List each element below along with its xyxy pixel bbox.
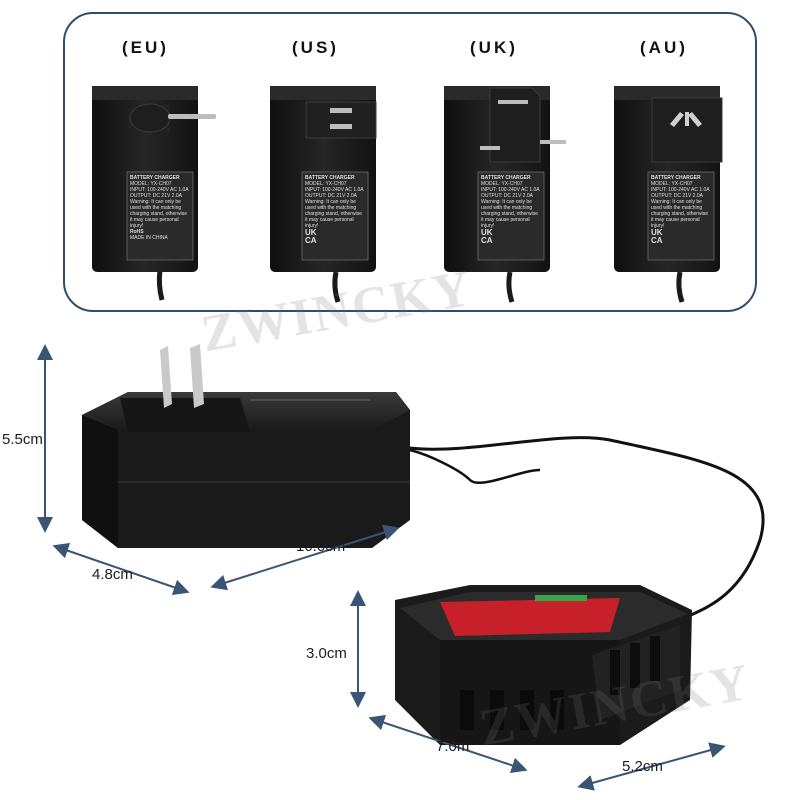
- label-output: OUTPUT: DC 21V 2.0A: [481, 193, 533, 199]
- dim-adapter-length: 10.0cm: [296, 538, 346, 555]
- label-input: INPUT: 100-240V AC 1.0A: [305, 187, 364, 193]
- label-output: OUTPUT: DC 21V 2.0A: [130, 193, 182, 199]
- label-mark-uk: UK: [305, 228, 317, 237]
- label-mark-uk: UK: [651, 228, 663, 237]
- label-mark-ca: CA: [651, 236, 663, 245]
- label-made-in: MADE IN CHINA: [130, 235, 168, 241]
- dimension-arrows: [37, 344, 726, 791]
- label-warning: Warning: It can only be used with the ma…: [305, 199, 362, 229]
- dim-adapter-height: 5.5cm: [2, 431, 43, 448]
- label-output: OUTPUT: DC 21V 2.0A: [305, 193, 357, 199]
- label-input: INPUT: 100-240V AC 1.0A: [481, 187, 540, 193]
- label-mark-ca: CA: [305, 236, 317, 245]
- label-rohs: RoHS: [130, 229, 144, 235]
- label-output: OUTPUT: DC 21V 2.0A: [651, 193, 703, 199]
- label-model: MODEL: YX-CH07: [130, 181, 172, 187]
- label-warning: Warning: It can only be used with the ma…: [481, 199, 538, 229]
- label-mark-ca: CA: [481, 236, 493, 245]
- label-model: MODEL: YX-CH07: [305, 181, 347, 187]
- dim-adapter-depth: 4.8cm: [92, 566, 133, 583]
- label-warning: Warning: It can only be used with the ma…: [651, 199, 708, 229]
- charging-base: [395, 585, 692, 745]
- label-mark-uk: UK: [481, 228, 493, 237]
- region-label-au: (AU): [640, 38, 688, 57]
- au-adapter: [614, 86, 723, 303]
- eu-adapter: [92, 86, 216, 301]
- us-adapter: [270, 86, 377, 303]
- label-warning: Warning: It can only be used with the ma…: [130, 199, 187, 229]
- uk-adapter: [444, 86, 566, 303]
- label-card-us: BATTERY CHARGER MODEL: YX-CH07 INPUT: 10…: [305, 175, 365, 257]
- label-card-au: BATTERY CHARGER MODEL: YX-CH07 INPUT: 10…: [651, 175, 711, 257]
- label-title: BATTERY CHARGER: [481, 175, 531, 181]
- dim-base-length: 7.0m: [436, 738, 470, 755]
- label-card-uk: BATTERY CHARGER MODEL: YX-CH07 INPUT: 10…: [481, 175, 541, 257]
- large-adapter: [82, 344, 765, 622]
- label-title: BATTERY CHARGER: [130, 175, 180, 181]
- region-label-uk: (UK): [470, 38, 518, 57]
- region-label-eu: (EU): [122, 38, 169, 57]
- label-title: BATTERY CHARGER: [651, 175, 701, 181]
- label-card-eu: BATTERY CHARGER MODEL: YX-CH07 INPUT: 10…: [130, 175, 190, 257]
- label-model: MODEL: YX-CH07: [651, 181, 693, 187]
- label-input: INPUT: 100-240V AC 1.0A: [130, 187, 189, 193]
- region-label-us: (US): [292, 38, 339, 57]
- dim-base-height: 3.0cm: [306, 645, 347, 662]
- dim-base-width: 5.2cm: [622, 758, 663, 775]
- label-title: BATTERY CHARGER: [305, 175, 355, 181]
- label-input: INPUT: 100-240V AC 1.0A: [651, 187, 710, 193]
- label-model: MODEL: YX-CH07: [481, 181, 523, 187]
